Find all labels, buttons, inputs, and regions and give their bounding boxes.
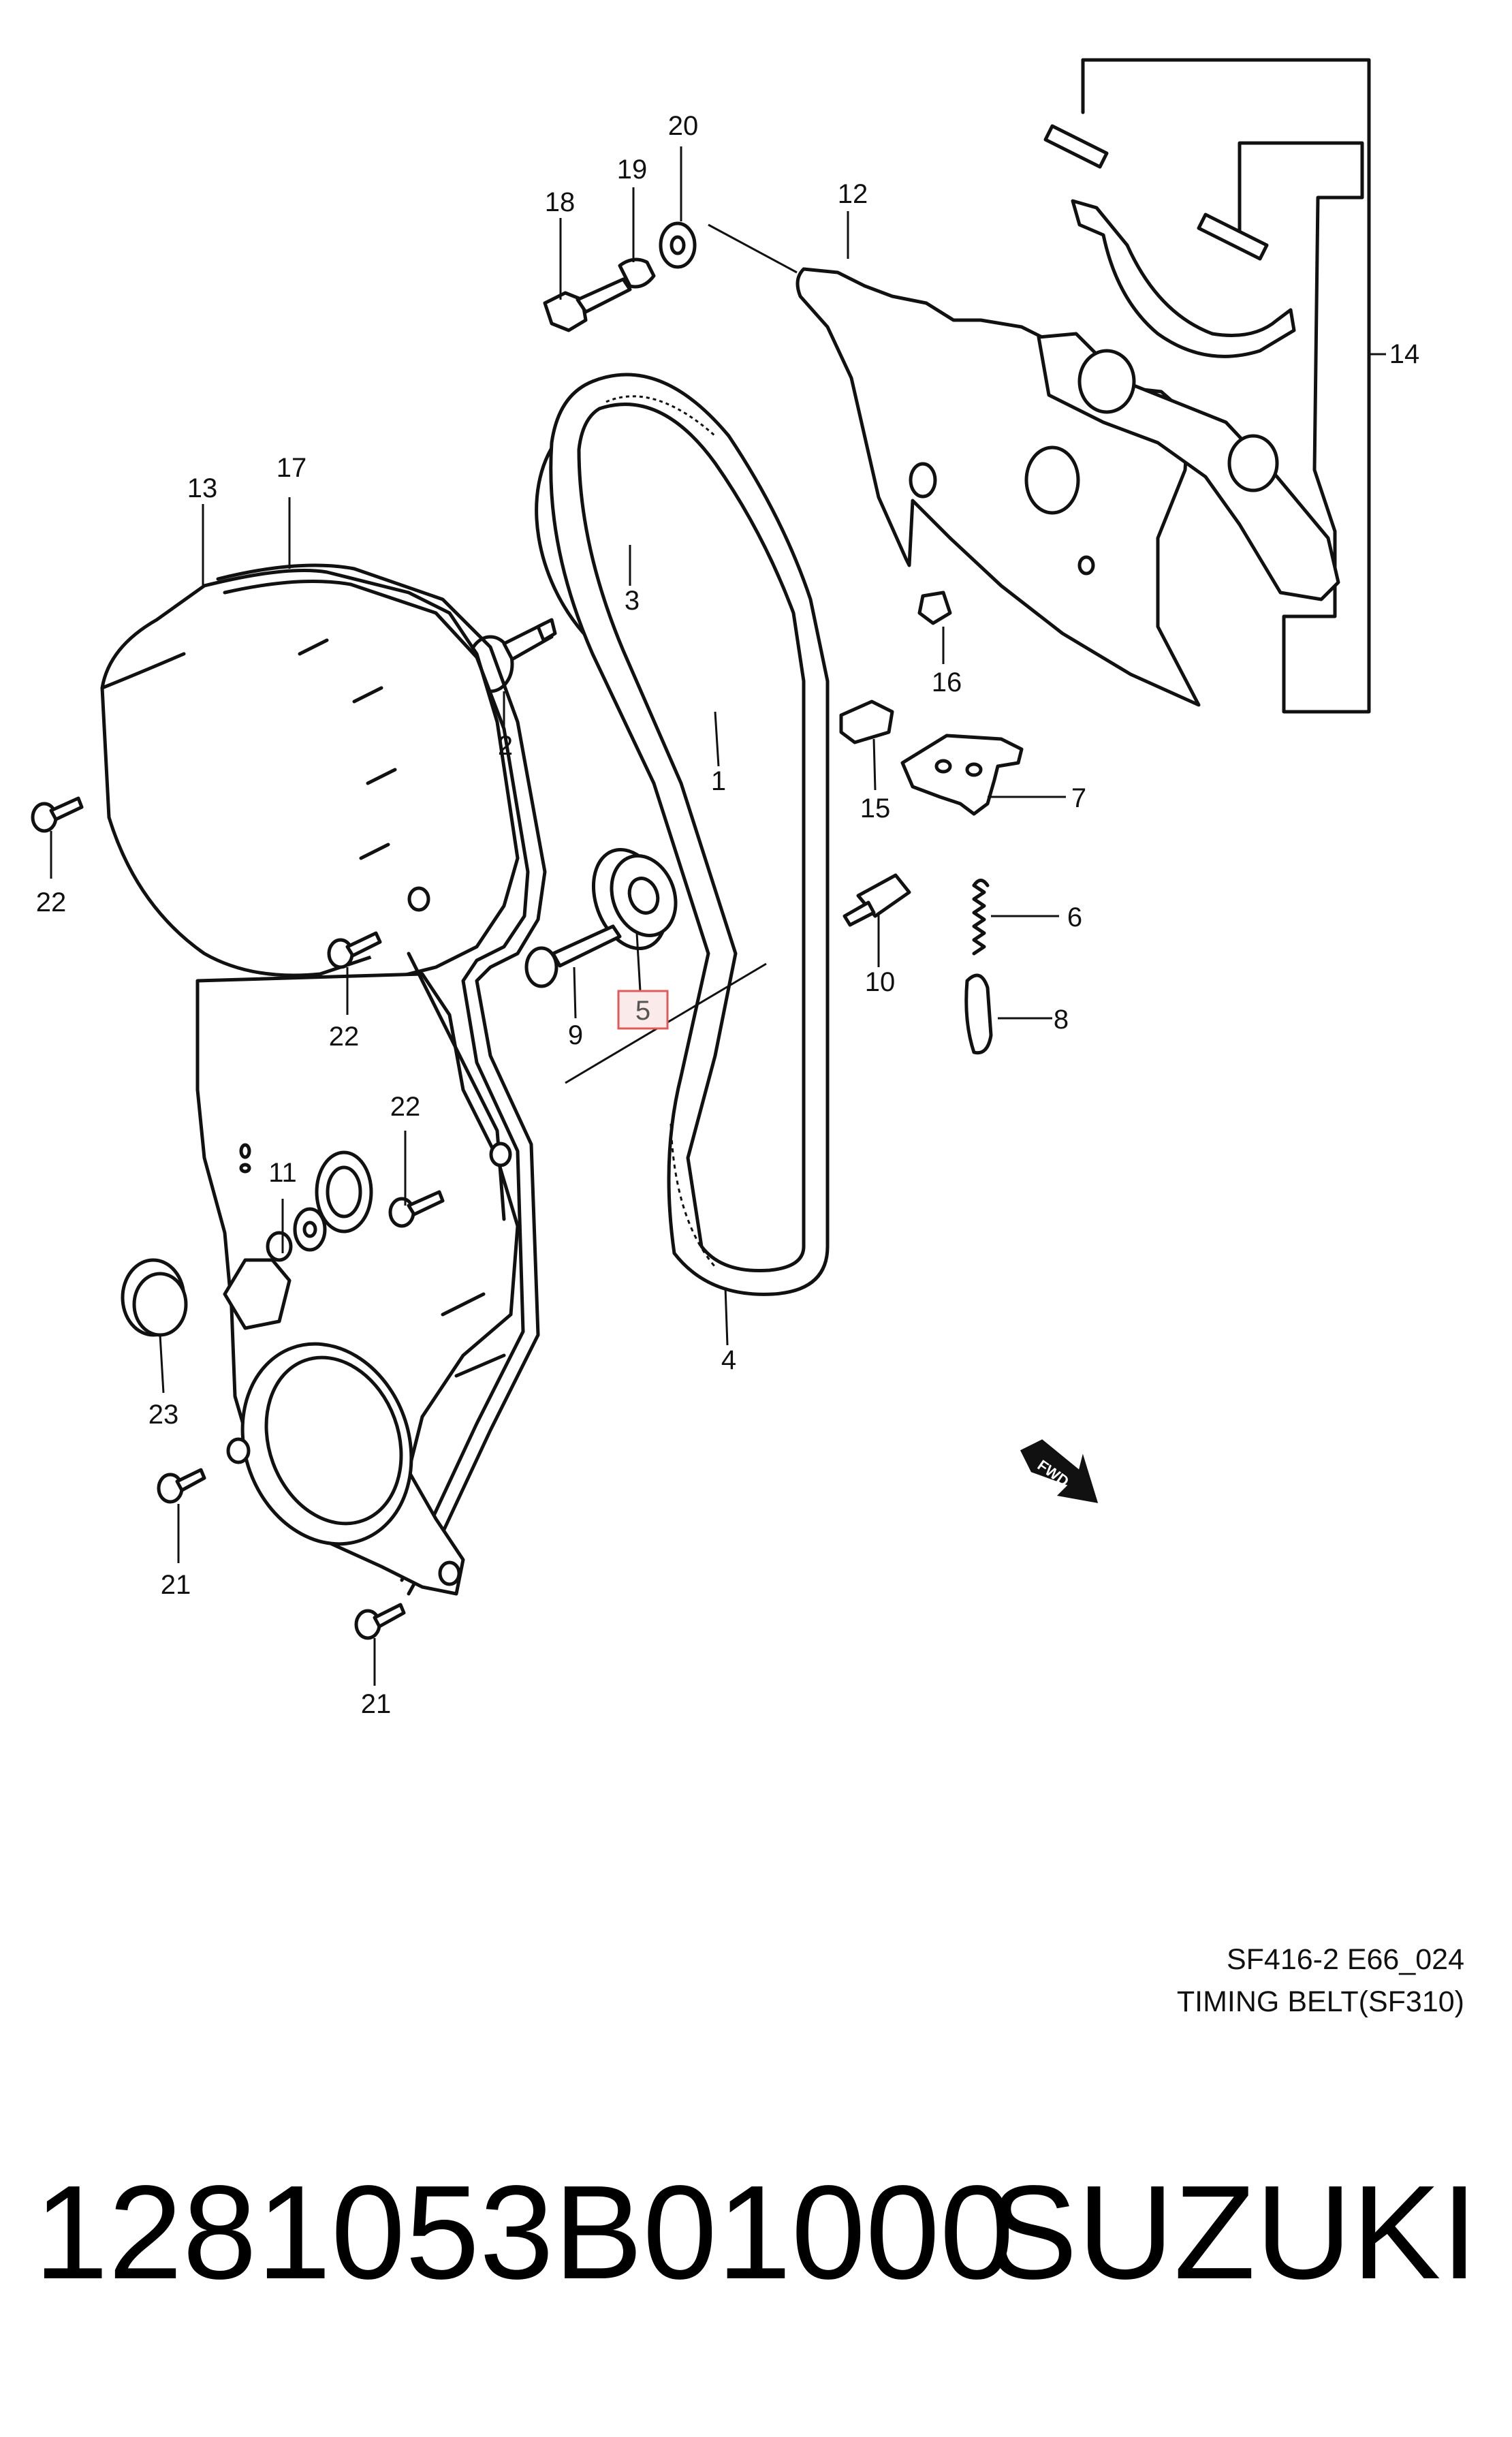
part-6-spring bbox=[972, 879, 990, 956]
callout-22-a[interactable]: 22 bbox=[36, 887, 67, 917]
part-11-bolt-seal bbox=[239, 1143, 373, 1262]
callout-19[interactable]: 19 bbox=[617, 155, 648, 185]
part-20-washer bbox=[659, 221, 697, 269]
callout-5-highlight bbox=[617, 990, 669, 1030]
part-22-bolt-a bbox=[31, 796, 84, 833]
part-10-stud bbox=[842, 873, 911, 927]
diagram-title: TIMING BELT(SF310) bbox=[1176, 1985, 1464, 2018]
callout-7[interactable]: 7 bbox=[1071, 783, 1086, 813]
part-15-stopper bbox=[839, 699, 894, 744]
part-13-upper-cover bbox=[100, 569, 520, 983]
brand-name: SUZUKI bbox=[988, 2158, 1478, 2307]
callout-4[interactable]: 4 bbox=[721, 1345, 736, 1375]
callout-5[interactable]: 5 bbox=[635, 996, 650, 1026]
lower-timing-cover bbox=[195, 886, 520, 1596]
part-number: 1281053B01000 bbox=[34, 2158, 1014, 2307]
callout-22-b[interactable]: 22 bbox=[329, 1022, 360, 1052]
callout-18[interactable]: 18 bbox=[545, 187, 576, 217]
part-18-bolt bbox=[543, 277, 632, 332]
callout-16[interactable]: 16 bbox=[932, 667, 962, 697]
fwd-arrow-icon: FWD bbox=[1020, 1439, 1099, 1503]
callout-9[interactable]: 9 bbox=[568, 1020, 583, 1050]
part-14-rear-bracket bbox=[1043, 58, 1386, 714]
leader-lines bbox=[50, 146, 1383, 1686]
part-5-tensioner-pulley bbox=[565, 847, 767, 1084]
part-22-bolt-b bbox=[327, 931, 382, 969]
callout-8[interactable]: 8 bbox=[1054, 1005, 1069, 1035]
part-12-rear-cover-plate bbox=[708, 223, 1340, 707]
part-22-bolt-c bbox=[388, 1190, 445, 1228]
timing-belt-exploded-diagram: FWD 1 2 3 4 5 6 7 bbox=[31, 58, 1420, 1719]
callout-12[interactable]: 12 bbox=[838, 179, 868, 209]
callout-10[interactable]: 10 bbox=[865, 967, 896, 997]
callout-22-c[interactable]: 22 bbox=[390, 1092, 421, 1122]
callout-13[interactable]: 13 bbox=[187, 473, 218, 503]
part-4-timing-belt bbox=[549, 373, 830, 1296]
part-9-bolt bbox=[524, 924, 622, 988]
callout-21-b[interactable]: 21 bbox=[361, 1689, 392, 1719]
callout-6[interactable]: 6 bbox=[1067, 902, 1082, 932]
callout-15[interactable]: 15 bbox=[860, 793, 891, 823]
callout-20[interactable]: 20 bbox=[668, 111, 699, 141]
callout-2[interactable]: 2 bbox=[498, 731, 513, 761]
part-21-bolt-b bbox=[354, 1603, 406, 1640]
part-8-cover bbox=[964, 973, 993, 1055]
callout-14[interactable]: 14 bbox=[1389, 339, 1420, 369]
part-19-sleeve bbox=[618, 257, 656, 289]
callout-labels: 1 2 3 4 5 6 7 8 9 10 11 12 13 14 15 16 1… bbox=[36, 111, 1420, 1719]
part-17-gasket bbox=[216, 563, 547, 1596]
callout-11[interactable]: 11 bbox=[268, 1158, 297, 1188]
part-21-bolt-a bbox=[157, 1468, 206, 1504]
part-16-clip bbox=[917, 591, 952, 625]
callout-23[interactable]: 23 bbox=[148, 1400, 179, 1430]
callout-21-a[interactable]: 21 bbox=[161, 1570, 191, 1600]
callout-17[interactable]: 17 bbox=[277, 453, 307, 483]
callout-1[interactable]: 1 bbox=[711, 766, 726, 796]
callout-3[interactable]: 3 bbox=[625, 586, 640, 616]
part-23-plug bbox=[121, 1258, 188, 1337]
part-7-tensioner-plate bbox=[900, 734, 1024, 816]
diagram-code: SF416-2 E66_024 bbox=[1226, 1943, 1464, 1976]
